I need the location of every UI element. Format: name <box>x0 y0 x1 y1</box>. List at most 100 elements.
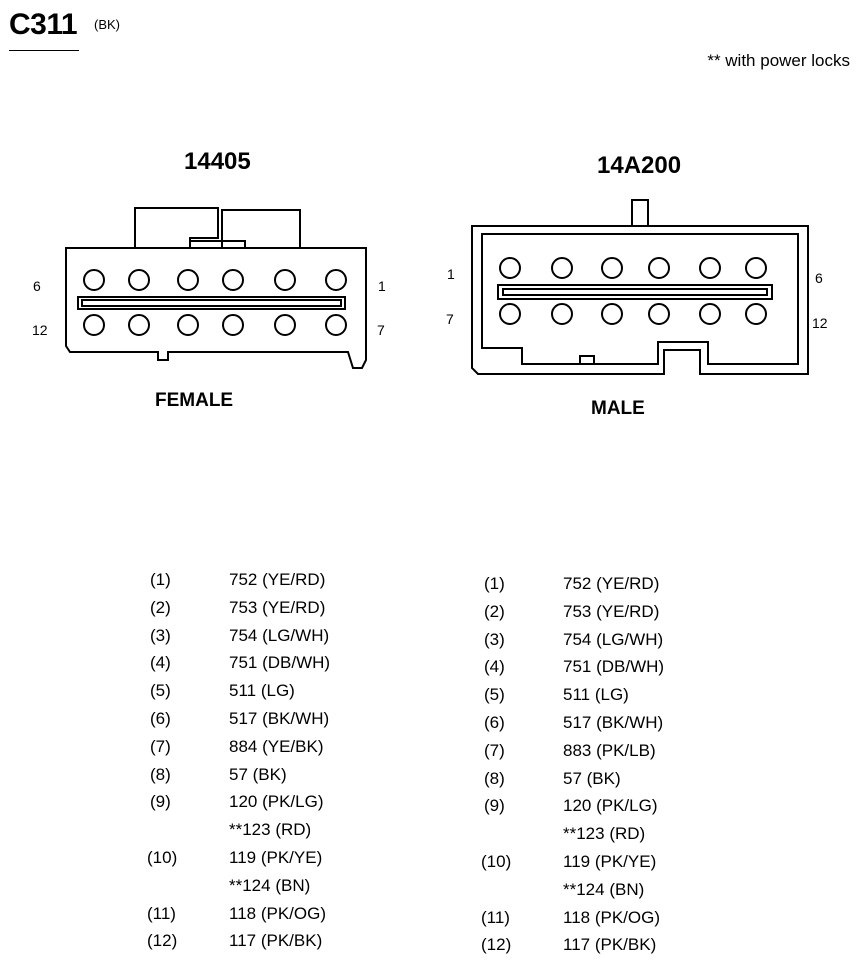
power-locks-note: ** with power locks <box>707 51 850 70</box>
male-pin-label-top-right: 6 <box>815 270 823 286</box>
pin-number: (6) <box>484 713 505 732</box>
circuit-wire: 117 (PK/BK) <box>229 931 323 951</box>
female-cavity-1 <box>325 269 347 291</box>
circuit-wire: 751 (DB/WH) <box>229 653 331 673</box>
male-pin-6 <box>745 257 767 279</box>
pin-number: (11) <box>481 907 510 927</box>
pin-number: (5) <box>484 685 505 705</box>
pin-number: (4) <box>150 653 171 673</box>
male-pin-12 <box>745 303 767 325</box>
circuit-wire: 511 (LG) <box>563 685 629 705</box>
female-part-number: 14405 <box>184 148 251 175</box>
pin-number: (1) <box>484 574 505 593</box>
pin-number: (7) <box>484 740 505 760</box>
pin-number: (3) <box>484 629 505 649</box>
female-pin-label-top-left: 6 <box>33 278 41 294</box>
female-key-slot-inner <box>81 299 342 307</box>
circuit-wire: 119 (PK/YE) <box>563 852 657 871</box>
male-pin-5 <box>699 257 721 279</box>
female-housing <box>65 247 367 369</box>
circuit-wire: 752 (YE/RD) <box>563 574 660 593</box>
circuit-wire: 754 (LG/WH) <box>229 625 330 645</box>
female-cavities <box>83 269 347 336</box>
male-pin-label-top-left: 1 <box>447 266 455 282</box>
male-pin-10 <box>648 303 670 325</box>
male-pin-11 <box>699 303 721 325</box>
male-polarizing-tab <box>631 199 649 227</box>
male-pin-label-bottom-left: 7 <box>446 311 454 327</box>
circuit-wire: 57 (BK) <box>229 764 287 784</box>
pin-number: (10) <box>481 852 512 871</box>
circuit-wire: 751 (DB/WH) <box>563 657 665 677</box>
male-connector-face <box>471 199 809 375</box>
male-housing-outer <box>471 225 809 375</box>
male-label: MALE <box>591 398 645 419</box>
circuit-wire: 511 (LG) <box>229 681 295 701</box>
female-cavity-10 <box>177 314 199 336</box>
circuit-wire: 120 (PK/LG) <box>229 792 324 812</box>
female-pin-label-bottom-left: 12 <box>32 322 48 338</box>
optional-circuit: **123 (RD) <box>563 824 646 844</box>
female-latch-right <box>221 209 301 248</box>
female-cavity-7 <box>325 314 347 336</box>
male-pin-4 <box>648 257 670 279</box>
circuit-wire: 119 (PK/YE) <box>229 848 323 867</box>
female-connector-face <box>65 207 367 369</box>
male-pin-3 <box>601 257 623 279</box>
pin-number: (11) <box>147 903 176 923</box>
circuit-wire: 117 (PK/BK) <box>563 935 657 955</box>
pin-number: (7) <box>150 736 171 756</box>
connector-diagrams <box>65 199 809 375</box>
circuit-wire: 57 (BK) <box>563 768 621 788</box>
male-key-slot-inner <box>502 288 768 296</box>
pin-number: (2) <box>150 597 171 617</box>
pin-number: (3) <box>150 625 171 645</box>
circuit-wire: 753 (YE/RD) <box>229 597 326 617</box>
male-pin-1 <box>499 257 521 279</box>
female-cavity-5 <box>128 269 150 291</box>
female-pinout-table: (1) 752 (YE/RD) (2) 753 (YE/RD) (3) 754 (LG/W… <box>147 570 380 951</box>
circuit-wire: 118 (PK/OG) <box>563 907 660 927</box>
male-pin-9 <box>601 303 623 325</box>
circuit-wire: 753 (YE/RD) <box>563 601 660 621</box>
female-latch-bridge <box>190 240 246 248</box>
female-cavity-3 <box>222 269 244 291</box>
circuit-wire: 752 (YE/RD) <box>229 570 326 589</box>
pin-number: (8) <box>150 764 171 784</box>
female-latch-left <box>134 207 219 248</box>
male-bottom-tab <box>579 355 595 365</box>
optional-circuit: **124 (BN) <box>563 879 645 899</box>
pin-number: (5) <box>150 681 171 701</box>
male-pin-label-bottom-right: 12 <box>812 315 828 331</box>
connector-id: C311 <box>9 8 78 41</box>
male-pin-2 <box>551 257 573 279</box>
female-cavity-4 <box>177 269 199 291</box>
male-key-slot <box>497 284 773 300</box>
female-cavity-9 <box>222 314 244 336</box>
title-underline <box>9 50 79 51</box>
pin-number: (9) <box>150 792 171 812</box>
female-cavity-11 <box>128 314 150 336</box>
circuit-wire: 883 (PK/LB) <box>563 740 656 760</box>
circuit-wire: 517 (BK/WH) <box>563 713 664 732</box>
male-pin-7 <box>499 303 521 325</box>
male-part-number: 14A200 <box>597 152 682 179</box>
female-key-slot <box>77 296 346 310</box>
optional-circuit: **123 (RD) <box>229 820 312 840</box>
pin-number: (10) <box>147 848 178 867</box>
pin-number: (1) <box>150 570 171 589</box>
circuit-wire: 754 (LG/WH) <box>563 629 664 649</box>
circuit-wire: 118 (PK/OG) <box>229 903 326 923</box>
female-cavity-12 <box>83 314 105 336</box>
female-label: FEMALE <box>155 390 234 411</box>
pin-number: (12) <box>481 935 512 955</box>
female-pin-label-top-right: 1 <box>378 278 386 294</box>
female-pin-label-bottom-right: 7 <box>377 322 385 338</box>
male-housing-inner <box>481 233 799 365</box>
pin-number: (8) <box>484 768 505 788</box>
male-pinout-table: (1)752 (YE/RD)(2)753 (YE/RD)(3)754 (LG/W… <box>481 574 714 955</box>
female-cavity-2 <box>274 269 296 291</box>
male-pins <box>499 257 767 325</box>
circuit-wire: 120 (PK/LG) <box>563 796 658 816</box>
connector-color: (BK) <box>94 17 120 32</box>
